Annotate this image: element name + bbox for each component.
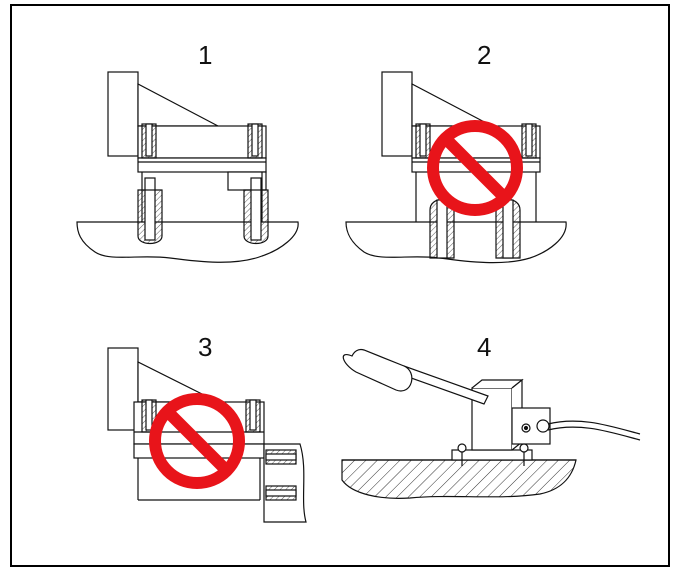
panel-4-connector — [511, 407, 551, 445]
panel-3-upright — [107, 347, 139, 431]
panel-4-lever-unit — [341, 348, 641, 499]
panel-4-ground — [341, 459, 577, 499]
panel-1-upright — [107, 71, 139, 157]
panel-1-gusset — [137, 83, 219, 127]
panel-2-number: 2 — [477, 40, 492, 70]
panel-4-grip — [342, 348, 413, 392]
panel-3-incorrect-mounting — [107, 347, 307, 523]
panel-1-correct-mounting — [76, 71, 299, 263]
panel-1-top-plate — [137, 125, 267, 159]
panel-2-incorrect-mounting — [345, 71, 567, 264]
panel-2-upright — [381, 71, 413, 157]
panel-4-cable — [547, 420, 641, 435]
panel-3-prohibited-sign-icon — [149, 393, 245, 489]
panel-1-number: 1 — [198, 40, 213, 70]
panel-1-base-plate — [137, 157, 267, 173]
panel-4-number: 4 — [477, 332, 492, 362]
panel-3-number: 3 — [198, 332, 213, 362]
panel-2-surface — [345, 221, 567, 264]
panel-2-prohibited-sign-icon — [427, 120, 523, 216]
panel-1-surface — [76, 221, 299, 263]
